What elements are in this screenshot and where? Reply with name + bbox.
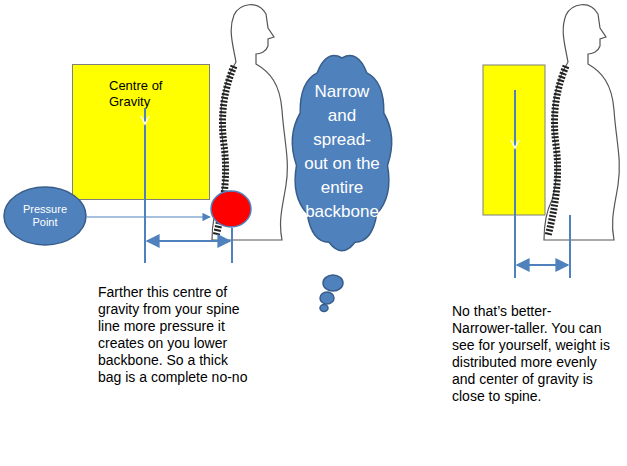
distance-arrow: [517, 264, 568, 266]
thought-cloud: Narrow and spread- out on the entire bac…: [290, 52, 394, 252]
person-right: [544, 5, 619, 240]
distance-arrow: [147, 240, 230, 242]
cloud-bubble: [320, 305, 328, 312]
gravity-box: Centre of Gravity: [72, 64, 210, 200]
cloud-shape: [292, 56, 391, 251]
ellipse-shape: [4, 187, 86, 245]
note-text: No that’s better- Narrower-taller. You c…: [452, 303, 612, 405]
gravity-line: [144, 108, 146, 263]
gravity-line: [514, 90, 516, 278]
spine-line: [231, 228, 233, 263]
note-text: Farther this centre of gravity from your…: [98, 284, 250, 386]
cloud-bubble: [320, 292, 334, 304]
body-outline: [544, 5, 619, 240]
pressure-spot: [211, 191, 251, 227]
cloud-bubble: [323, 275, 343, 291]
pressure-callout: Pressure Point: [3, 186, 87, 246]
pressure-pointer: [87, 216, 210, 217]
node-text: Centre of Gravity: [109, 78, 181, 110]
narrow-bag: [483, 65, 545, 215]
spine-line: [569, 215, 571, 278]
body-outline: [212, 5, 287, 240]
spine-symbol: [548, 66, 566, 236]
gravity-arrowhead: [141, 116, 149, 124]
node-text: Pressure Point: [15, 203, 75, 229]
gravity-arrowhead: [511, 140, 519, 148]
person-left: [212, 5, 287, 240]
node-text: Narrow and spread- out on the entire bac…: [301, 80, 383, 224]
